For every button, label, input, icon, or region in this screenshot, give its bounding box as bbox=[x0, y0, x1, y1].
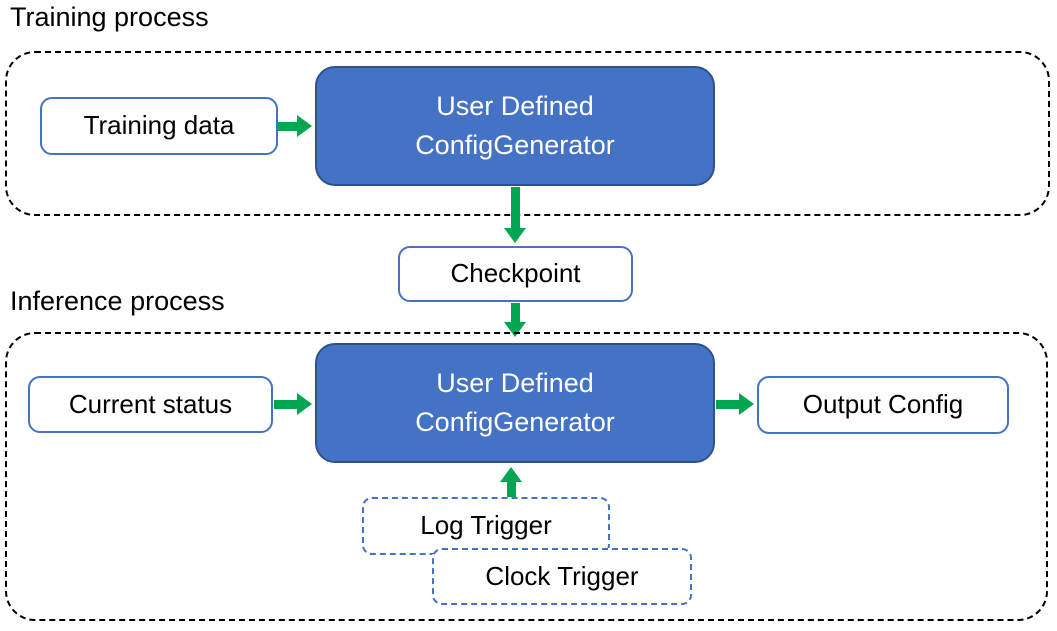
log-trigger-node: Log Trigger bbox=[362, 497, 610, 555]
clock-trigger-node: Clock Trigger bbox=[432, 548, 692, 605]
arrow-generator-to-checkpoint bbox=[504, 187, 526, 246]
arrow-head-icon bbox=[504, 228, 526, 246]
inference-config-generator-node: User Defined ConfigGenerator bbox=[315, 343, 715, 463]
arrow-head-icon bbox=[500, 464, 522, 482]
inference-process-title: Inference process bbox=[10, 286, 225, 316]
arrow-current-status-to-generator bbox=[274, 393, 315, 415]
generator-line-2: ConfigGenerator bbox=[415, 130, 615, 160]
checkpoint-node: Checkpoint bbox=[398, 246, 633, 302]
training-data-node: Training data bbox=[40, 97, 278, 155]
arrow-head-icon bbox=[297, 393, 315, 415]
generator-line-1: User Defined bbox=[436, 90, 594, 121]
arrow-shaft bbox=[278, 122, 302, 131]
generator-line-1: User Defined bbox=[436, 367, 594, 398]
arrow-triggers-to-generator bbox=[500, 464, 522, 497]
arrow-shaft bbox=[274, 400, 302, 409]
output-config-node: Output Config bbox=[757, 376, 1009, 434]
arrow-shaft bbox=[511, 187, 520, 233]
arrow-generator-to-output bbox=[716, 393, 757, 415]
inference-process-container bbox=[5, 332, 1048, 621]
arrow-shaft bbox=[716, 400, 744, 409]
arrow-shaft bbox=[507, 477, 516, 497]
arrow-shaft bbox=[511, 303, 520, 327]
arrow-head-icon bbox=[297, 115, 315, 137]
training-process-container bbox=[5, 51, 1050, 216]
arrow-head-icon bbox=[739, 393, 757, 415]
arrow-training-data-to-generator bbox=[278, 115, 315, 137]
generator-line-2: ConfigGenerator bbox=[415, 407, 615, 437]
training-process-title: Training process bbox=[10, 2, 209, 32]
current-status-node: Current status bbox=[28, 376, 273, 433]
training-config-generator-node: User Defined ConfigGenerator bbox=[315, 66, 715, 186]
